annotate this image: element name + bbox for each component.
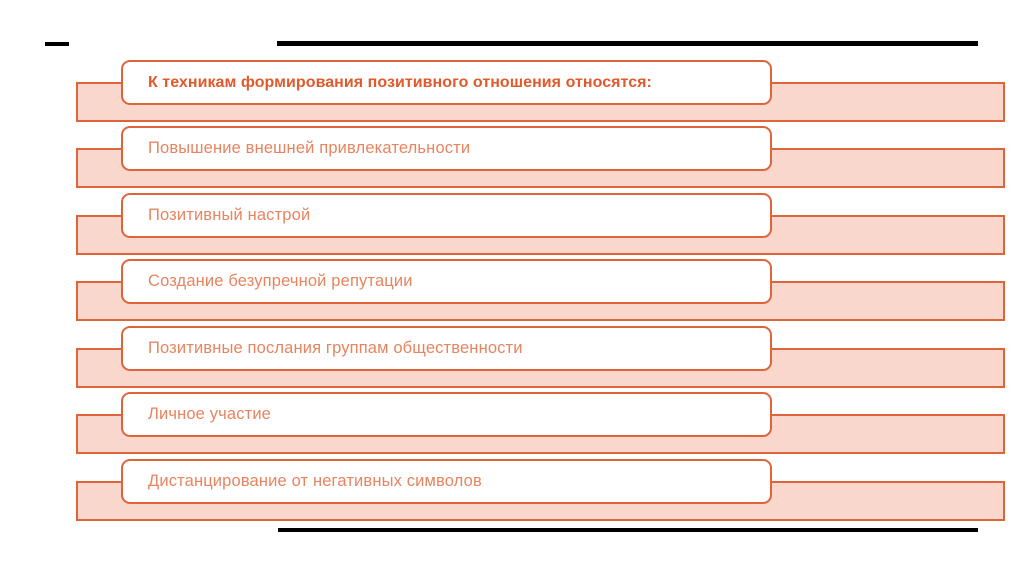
list-item-label: Позитивный настрой: [148, 206, 311, 225]
list-item[interactable]: Личное участие: [0, 392, 1024, 458]
list-item-box[interactable]: Создание безупречной репутации: [121, 259, 772, 304]
list-item-box[interactable]: Позитивные послания группам общественнос…: [121, 326, 772, 371]
list-item-label: Создание безупречной репутации: [148, 272, 413, 291]
decorative-rule-bottom: [278, 528, 978, 532]
list-item-label: Повышение внешней привлекательности: [148, 139, 471, 158]
list-item[interactable]: Позитивный настрой: [0, 193, 1024, 259]
list-item[interactable]: К техникам формирования позитивного отно…: [0, 60, 1024, 126]
list-item-label: Дистанцирование от негативных символов: [148, 472, 482, 491]
list-item[interactable]: Повышение внешней привлекательности: [0, 126, 1024, 192]
list-item-label: Личное участие: [148, 405, 272, 424]
decorative-rule-top: [277, 41, 978, 46]
list-item-box[interactable]: Позитивный настрой: [121, 193, 772, 238]
decorative-dash-left: [45, 42, 69, 46]
list-item[interactable]: Позитивные послания группам общественнос…: [0, 326, 1024, 392]
list-item-label: Позитивные послания группам общественнос…: [148, 339, 523, 358]
list-item[interactable]: Создание безупречной репутации: [0, 259, 1024, 325]
list-item-label: К техникам формирования позитивного отно…: [148, 73, 652, 91]
list-item-box[interactable]: Повышение внешней привлекательности: [121, 126, 772, 171]
list-item-box[interactable]: Дистанцирование от негативных символов: [121, 459, 772, 504]
list-item-box[interactable]: К техникам формирования позитивного отно…: [121, 60, 772, 105]
list-item-box[interactable]: Личное участие: [121, 392, 772, 437]
list-item[interactable]: Дистанцирование от негативных символов: [0, 459, 1024, 525]
